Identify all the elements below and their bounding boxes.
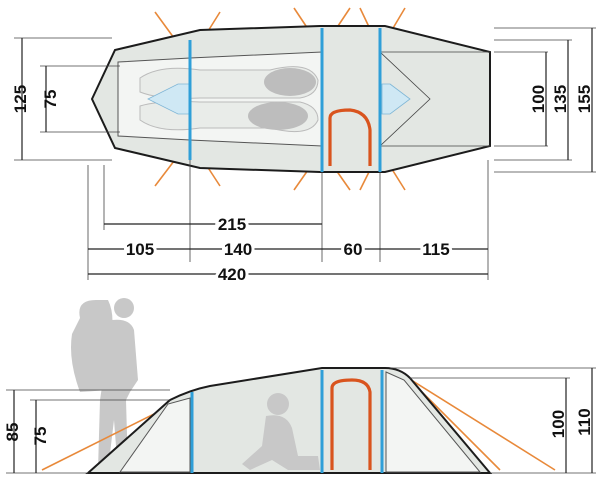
dim-155: 155 (575, 85, 594, 113)
side-right-dimensions: 100 110 (390, 367, 596, 474)
backpacker-silhouette-icon (71, 298, 138, 472)
dim-420: 420 (218, 265, 246, 284)
side-door-zip (330, 378, 372, 470)
dim-115: 115 (422, 240, 449, 259)
side-front-panel (119, 397, 191, 473)
dim-110: 110 (575, 408, 594, 435)
sitting-person-silhouette-icon (242, 393, 320, 470)
dim-105: 105 (126, 240, 154, 259)
side-left-dimensions: 85 75 (3, 389, 170, 474)
dim-100-top: 100 (529, 85, 548, 113)
top-left-dimensions: 125 75 (11, 37, 120, 161)
dim-100-side: 100 (549, 410, 568, 438)
side-view: 85 75 100 110 (3, 298, 596, 474)
top-door-zip (328, 108, 372, 166)
dim-85: 85 (3, 423, 22, 442)
side-rear-panel (385, 371, 482, 473)
dim-60: 60 (344, 240, 363, 259)
dim-140: 140 (224, 240, 252, 259)
top-rear-window (381, 83, 411, 115)
dim-75-side: 75 (31, 427, 50, 446)
dim-135: 135 (551, 85, 570, 113)
top-right-dimensions: 100 135 155 (494, 27, 596, 173)
top-length-dimensions: 215 105 140 60 115 420 (87, 160, 489, 287)
dim-75-top: 75 (41, 90, 60, 109)
top-view: 125 75 100 135 155 215 (11, 7, 596, 287)
dim-125: 125 (11, 85, 30, 113)
dim-215: 215 (218, 215, 246, 234)
